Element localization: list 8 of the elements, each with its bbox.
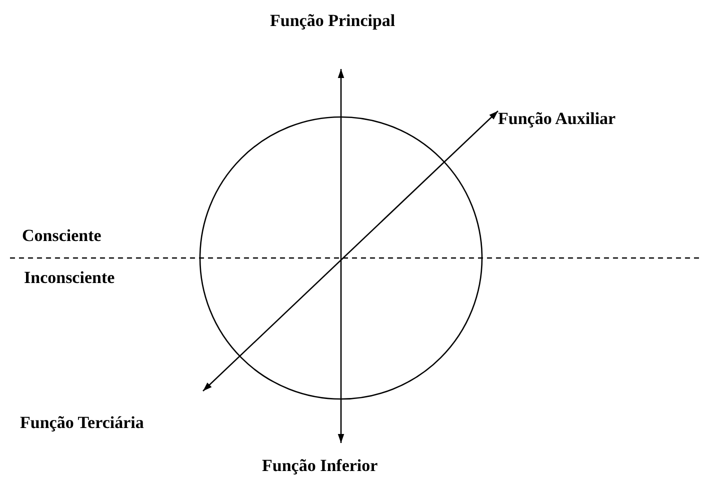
region-label: Consciente [22, 226, 102, 246]
double-arrow [338, 69, 344, 443]
function-label: Função Auxiliar [498, 109, 616, 129]
function-label: Função Principal [270, 11, 396, 31]
function-label: Função Terciária [20, 413, 144, 433]
double-arrow [202, 110, 498, 392]
function-label: Função Inferior [262, 456, 378, 476]
region-label: Inconsciente [24, 268, 115, 288]
